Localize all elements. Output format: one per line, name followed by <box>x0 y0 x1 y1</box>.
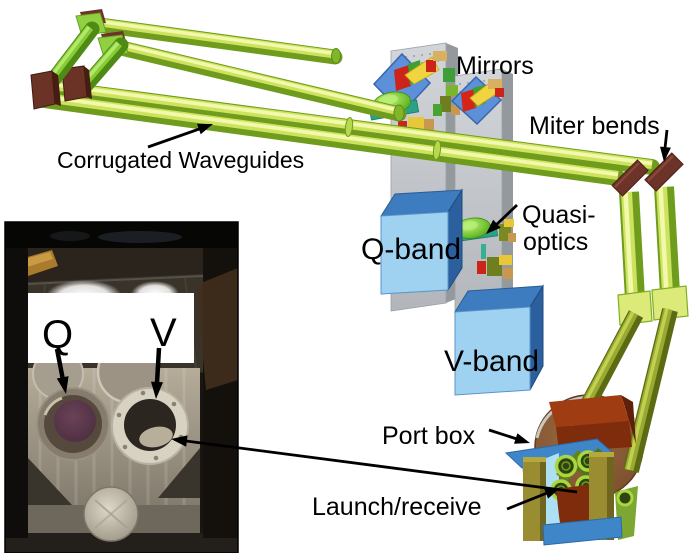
v-port <box>111 387 189 465</box>
corrugated-arrowhead <box>197 123 213 135</box>
quasi-optics-arrow <box>494 203 518 228</box>
label-launch-receive: Launch/receive <box>312 493 482 521</box>
photo-inset-border <box>4 221 239 553</box>
tube-end-cap <box>393 104 405 122</box>
photo-plate-chamfer-left <box>28 458 72 505</box>
port-box-assembly <box>504 307 678 546</box>
v-band-receiver-box <box>454 284 544 396</box>
optics-mount-lower-right <box>477 244 513 279</box>
label-quasi-optics-2: optics <box>523 228 588 256</box>
photo-left-wall <box>5 248 28 538</box>
waveguide-flange-plate-right <box>651 285 689 321</box>
mirror-assembly-right <box>450 75 504 126</box>
photo-right-wall-brown <box>196 268 238 390</box>
launch-receive-arrow <box>506 491 548 511</box>
corrugated-waveguide-tube-d <box>36 92 626 186</box>
miter-bend-highlight <box>647 155 674 182</box>
corrugated-waveguide-tube-a <box>92 17 343 65</box>
port-box-arrowhead <box>514 433 530 444</box>
waveguide-end-flange-front <box>30 70 61 110</box>
photo-bottom-strip <box>5 533 238 553</box>
optics-mount-components <box>488 79 504 97</box>
photo-inset: Q V <box>5 222 238 553</box>
photo-plate-chamfer-right <box>158 448 200 498</box>
quasi-optics-arrowhead <box>486 219 501 234</box>
tube-end-cap <box>331 48 341 64</box>
waveguide-end-flange-rear <box>61 65 92 102</box>
olive-waveguide-right <box>623 307 678 473</box>
optics-mount-components <box>499 219 516 242</box>
q-port <box>36 387 110 461</box>
q-port-arrow <box>54 348 66 381</box>
port-box-blue-side <box>544 453 559 539</box>
waveguide-joint-collar <box>432 140 442 160</box>
label-mirrors: Mirrors <box>456 52 534 80</box>
miter-bends-arrow <box>663 129 669 149</box>
annotations: Corrugated Waveguides Mirrors Miter bend… <box>57 52 671 521</box>
q-band-receiver-box <box>380 188 463 295</box>
label-quasi-optics-1: Quasi- <box>522 201 596 229</box>
waveguide-joint-collar <box>344 117 354 137</box>
v-port-label: V <box>150 311 177 355</box>
vertical-waveguide-left <box>619 191 645 300</box>
corrugated-waveguide-tube-b <box>109 39 407 122</box>
v-port-arrow <box>154 347 162 384</box>
q-port-aperture <box>54 400 96 442</box>
label-miter-bends: Miter bends <box>529 112 660 140</box>
vertical-waveguide-right <box>654 186 680 294</box>
v-band-box-front <box>454 306 531 396</box>
optics-mount-components <box>426 51 460 116</box>
miter-bend-highlight <box>614 162 640 188</box>
mirror-red-patch <box>461 89 476 112</box>
port-box-arrow <box>488 428 518 441</box>
v-port-arrowhead <box>151 381 163 399</box>
launch-receive-arrowhead <box>544 488 560 499</box>
port-box-blue-base <box>542 516 623 546</box>
label-v-band: V-band <box>444 345 539 378</box>
photo-to-horns-connector <box>171 435 578 494</box>
q-band-box-front <box>380 211 449 295</box>
miter-bend-right <box>644 152 684 192</box>
label-q-band: Q-band <box>361 233 461 266</box>
label-port-box: Port box <box>382 422 476 450</box>
mirror-red-patch <box>394 65 411 91</box>
miter-bend-left <box>611 159 649 197</box>
miter-bends-arrowhead <box>660 146 671 162</box>
label-corrugated-waveguides: Corrugated Waveguides <box>57 147 304 173</box>
q-port-arrowhead <box>56 376 69 394</box>
corrugated-arrow <box>147 126 203 149</box>
